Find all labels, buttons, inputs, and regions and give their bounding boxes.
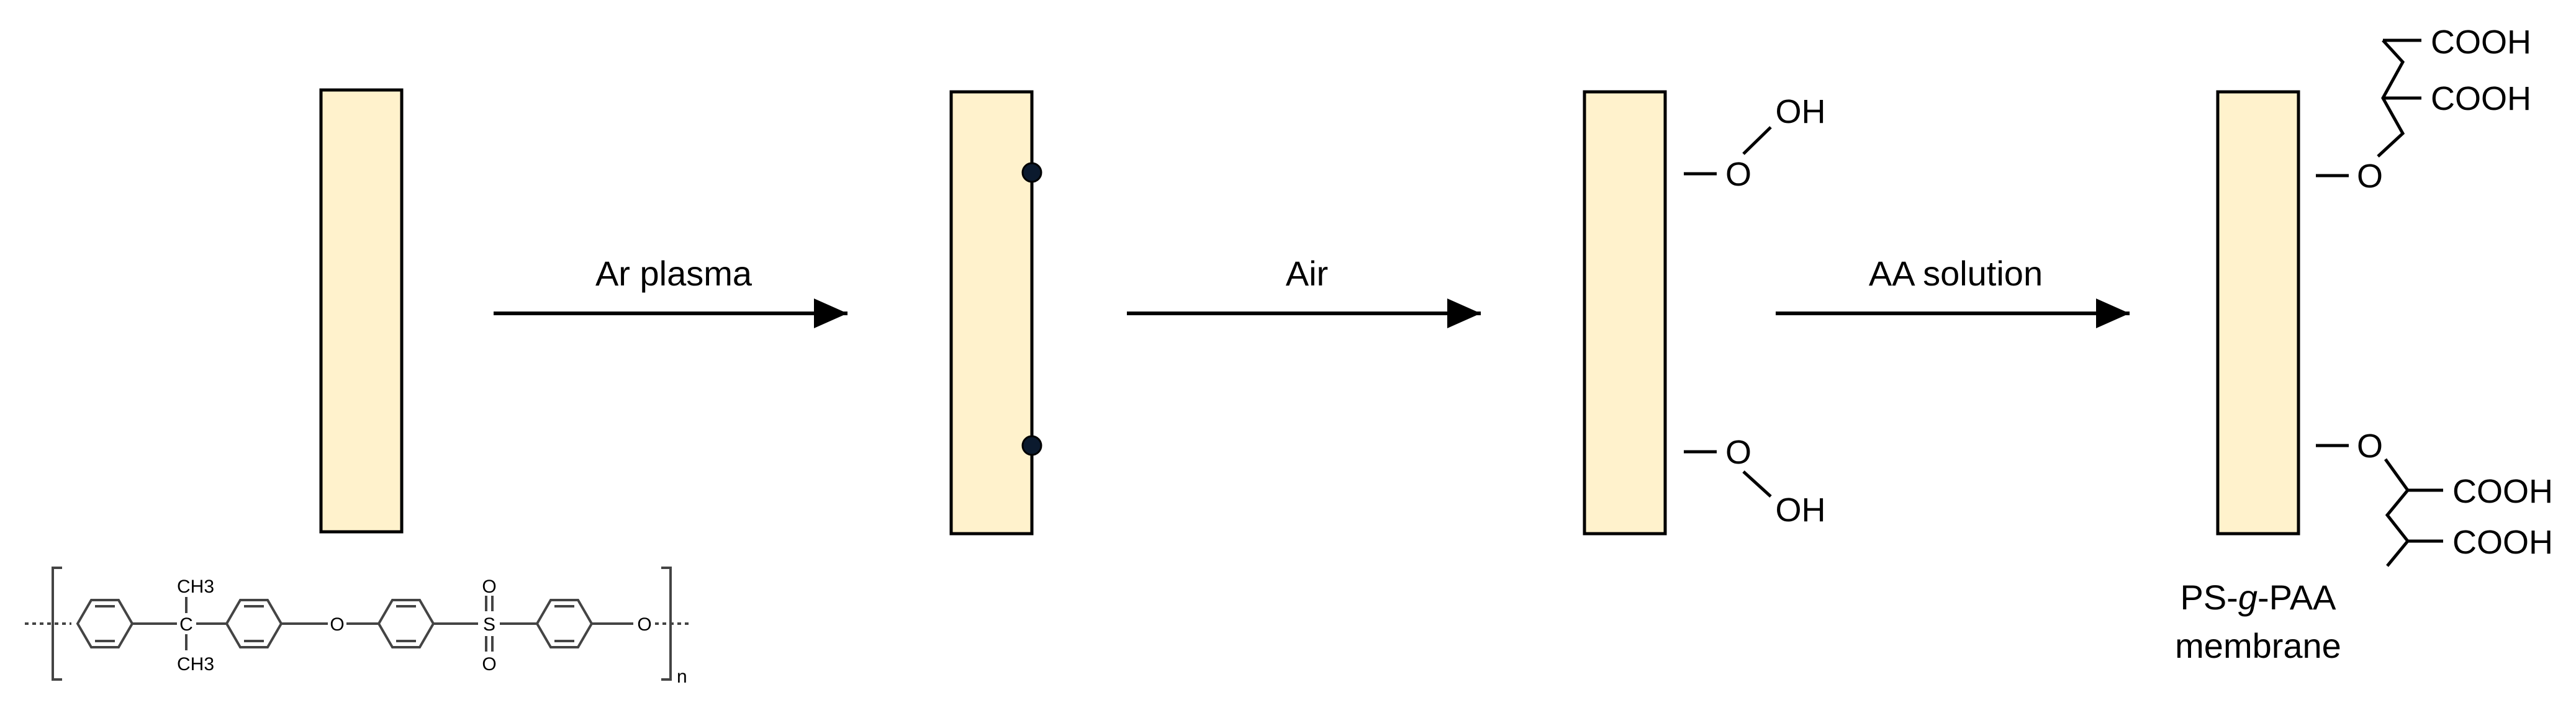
radical-dot-top [1021, 162, 1042, 183]
radical-dot-bottom [1021, 435, 1042, 456]
ether-oxygen-1: O [330, 614, 344, 635]
cooh-top-1: COOH [2431, 24, 2531, 61]
bracket-left [52, 567, 62, 681]
cooh-bottom-2: COOH [2452, 524, 2553, 561]
sulfone-o-bottom: O [482, 654, 496, 675]
membrane-activated [949, 90, 1034, 536]
membrane-peroxide [1583, 90, 1667, 536]
product-label: PS-g-PAA [2180, 578, 2336, 617]
isopropylidene-c: C [179, 614, 193, 635]
arrow-label-aa-solution: AA solution [1869, 254, 2043, 293]
cooh-bottom-1: COOH [2452, 473, 2553, 510]
peroxide-o-top: O [1725, 156, 1751, 193]
peroxide-oh-bottom: OH [1776, 491, 1826, 529]
sulfone-s: S [483, 614, 495, 635]
sulfone-o-top: O [482, 576, 496, 597]
bond-oo-top [1742, 126, 1772, 155]
graft-o-bottom: O [2357, 428, 2383, 465]
peroxide-oh-top: OH [1776, 93, 1826, 130]
bond-oo-bottom [1742, 470, 1772, 498]
product-label-line2: membrane [2175, 626, 2341, 665]
cooh-top-2: COOH [2431, 80, 2531, 117]
repeat-n: n [677, 666, 687, 687]
methyl-bottom: CH3 [177, 654, 214, 675]
membrane-pristine [319, 88, 404, 534]
graft-o-top: O [2357, 158, 2383, 195]
arrow-label-air: Air [1286, 254, 1328, 293]
graft-chain-bottom [2384, 458, 2410, 567]
ether-oxygen-2: O [637, 614, 651, 635]
methyl-top: CH3 [177, 576, 214, 597]
membrane-grafted [2216, 90, 2300, 536]
peroxide-o-bottom: O [1725, 434, 1751, 471]
arrow-label-ar-plasma: Ar plasma [595, 254, 752, 293]
polysulfone-structure: n C CH3 CH3 O S O O [25, 567, 689, 687]
